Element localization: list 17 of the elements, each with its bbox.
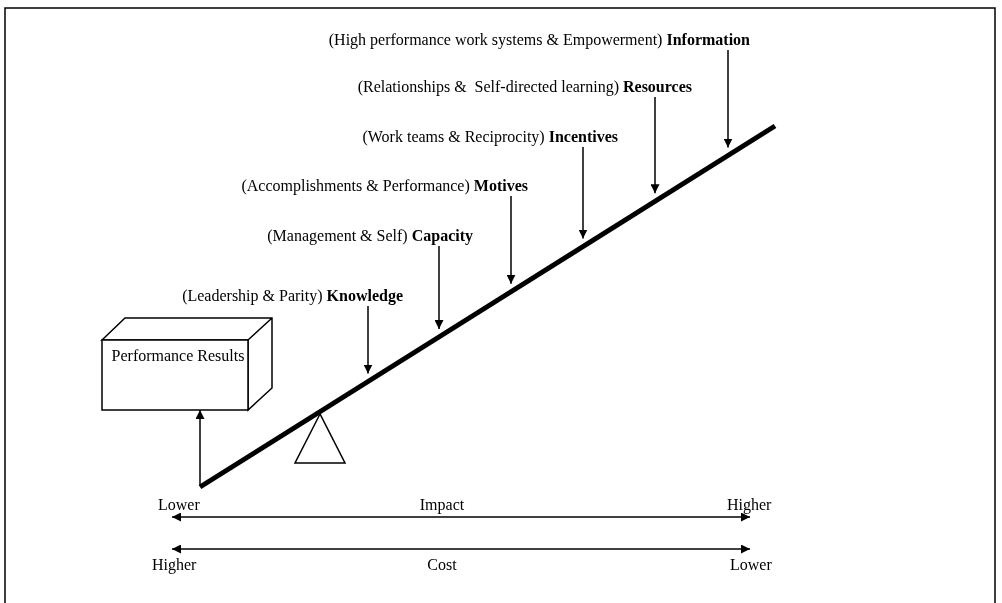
results-box [101,317,273,412]
arrow [650,96,660,195]
arrow [434,245,444,330]
scale-label: Cost [426,556,458,574]
scale-label: Higher [152,556,197,574]
arrow [723,49,733,149]
arrow [578,146,588,240]
factor-label: (Relationships & Self-directed learning) Resources [357,78,692,96]
scale-label: Lower [730,556,772,574]
arrow [195,409,205,486]
box-label: Performance Results [110,347,246,365]
arrow [363,305,373,375]
scale-label: Impact [418,496,466,514]
factor-label: (Leadership & Parity) Knowledge [182,287,403,305]
arrow [506,195,516,285]
scale-label: Lower [158,496,200,514]
factor-label: (High performance work systems & Empowerment) Information [328,31,750,49]
